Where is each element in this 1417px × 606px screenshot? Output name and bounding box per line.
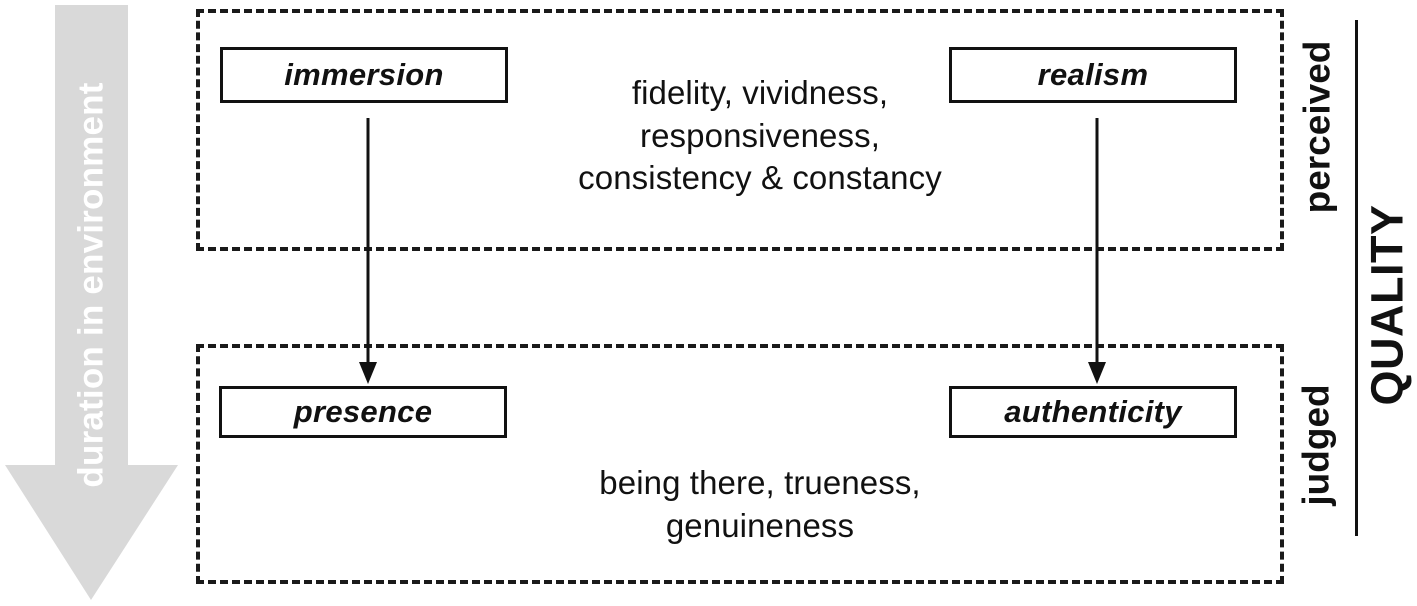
description-line: genuineness bbox=[665, 506, 855, 544]
concept-box-presence[interactable]: presence bbox=[219, 386, 507, 438]
description-line: being there, trueness, bbox=[599, 464, 921, 501]
connector-arrow-immersion-to-presence bbox=[359, 118, 377, 384]
description-line: fidelity, vividness, bbox=[631, 74, 889, 111]
concept-box-immersion[interactable]: immersion bbox=[220, 47, 508, 103]
arrowhead-icon bbox=[1088, 362, 1106, 384]
side-label-perceived-wrap: perceived bbox=[1293, 12, 1341, 242]
description-line: consistency & constancy bbox=[578, 159, 942, 197]
duration-arrow bbox=[5, 5, 178, 600]
side-label-perceived: perceived bbox=[1296, 40, 1337, 214]
arrowhead-icon bbox=[359, 362, 377, 384]
concept-box-realism[interactable]: realism bbox=[949, 47, 1237, 103]
quality-title: QUALITY bbox=[1361, 204, 1413, 406]
concept-box-authenticity[interactable]: authenticity bbox=[949, 386, 1237, 438]
side-label-judged: judged bbox=[1296, 384, 1338, 506]
description-line: responsiveness, bbox=[640, 116, 880, 154]
connector-arrow-realism-to-authenticity bbox=[1088, 118, 1106, 384]
side-label-judged-wrap: judged bbox=[1293, 350, 1341, 540]
region-perceived bbox=[196, 9, 1284, 251]
region-judged bbox=[196, 344, 1284, 584]
description-perceived: fidelity, vividness, responsiveness, con… bbox=[510, 72, 1010, 200]
description-judged: being there, trueness, genuineness bbox=[510, 462, 1010, 547]
quality-title-wrap: QUALITY bbox=[1360, 140, 1415, 470]
duration-arrow-shape bbox=[5, 5, 178, 600]
quality-divider-rule bbox=[1355, 20, 1358, 536]
